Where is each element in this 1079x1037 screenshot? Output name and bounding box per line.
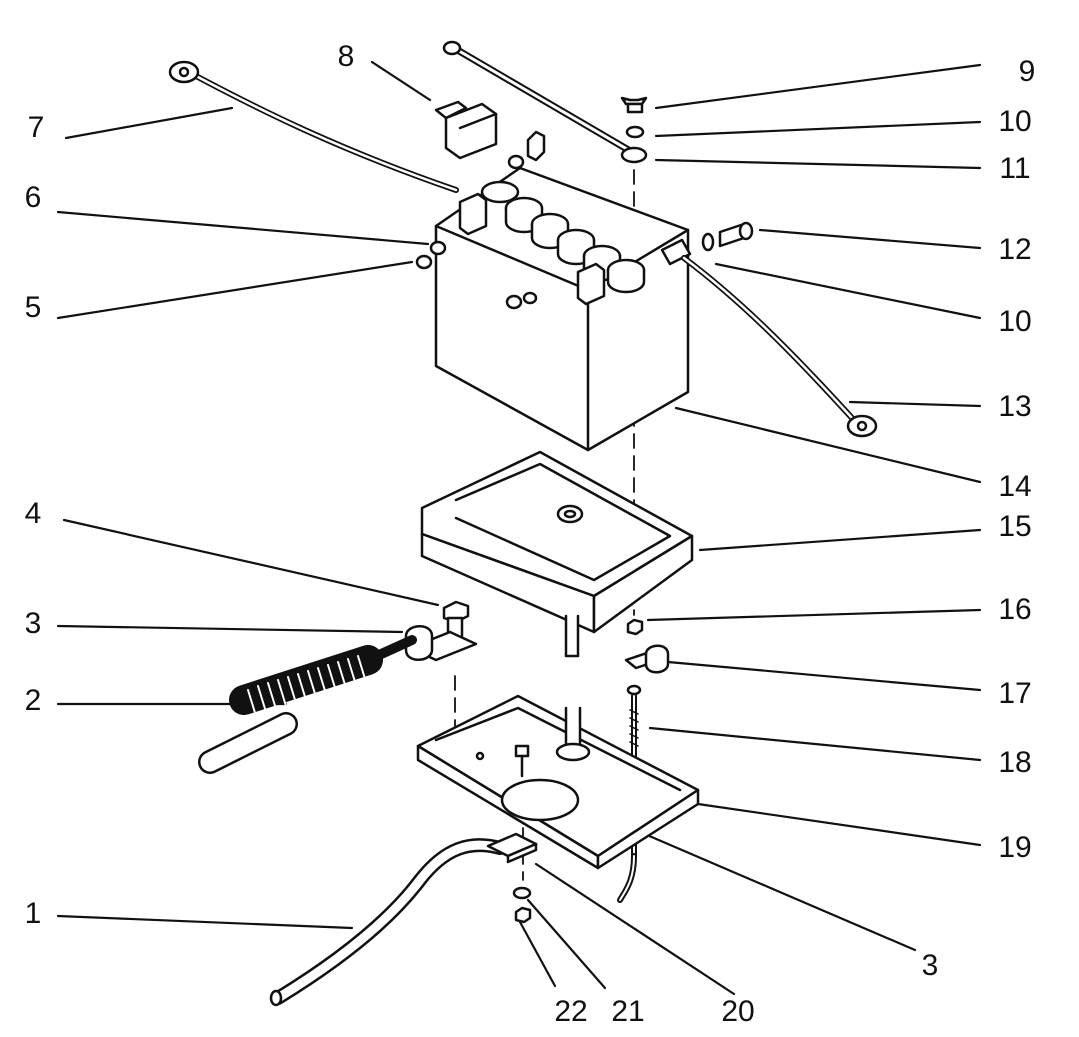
hex-nut bbox=[514, 906, 532, 924]
terminal-hardware bbox=[415, 130, 546, 310]
leader-lines bbox=[56, 60, 982, 996]
callout-7: 7 bbox=[27, 111, 45, 144]
battery-terminals bbox=[458, 192, 606, 306]
clamp-and-bolt bbox=[404, 600, 478, 662]
battery-support bbox=[416, 694, 700, 870]
cable-clamp bbox=[624, 644, 670, 696]
hold-down-washer bbox=[625, 125, 645, 139]
callout-3: 3 bbox=[24, 607, 42, 640]
callout-6: 6 bbox=[24, 181, 42, 214]
callout-10: 10 bbox=[998, 105, 1032, 138]
callout-21: 21 bbox=[611, 995, 645, 1028]
callout-9: 9 bbox=[1018, 55, 1036, 88]
callout-14: 14 bbox=[998, 470, 1032, 503]
callout-13: 13 bbox=[998, 390, 1032, 423]
cable-sleeve bbox=[198, 635, 417, 774]
callout-11: 11 bbox=[999, 152, 1031, 185]
hold-down-rod bbox=[442, 40, 648, 164]
positive-cable bbox=[660, 238, 878, 438]
cable-clip bbox=[486, 832, 538, 864]
support-bolt bbox=[514, 744, 530, 778]
terminal-bolt bbox=[701, 221, 754, 252]
callout-22: 22 bbox=[554, 995, 588, 1028]
lock-washer bbox=[512, 886, 532, 900]
callout-10-lower: 10 bbox=[998, 305, 1032, 338]
callout-3-lower: 3 bbox=[921, 949, 939, 982]
hold-down-nut bbox=[626, 618, 644, 636]
callout-15: 15 bbox=[998, 510, 1032, 543]
wing-nut bbox=[620, 96, 648, 114]
battery-cell-caps bbox=[480, 180, 646, 294]
callout-5: 5 bbox=[24, 291, 42, 324]
callout-18: 18 bbox=[998, 746, 1032, 779]
callout-20: 20 bbox=[721, 995, 755, 1028]
ground-cable bbox=[269, 838, 507, 1007]
callout-17: 17 bbox=[998, 677, 1032, 710]
negative-cable bbox=[168, 60, 459, 193]
callout-8: 8 bbox=[337, 40, 355, 73]
callout-16: 16 bbox=[998, 593, 1032, 626]
callout-19: 19 bbox=[998, 831, 1032, 864]
terminal-boot bbox=[434, 100, 498, 160]
callout-1: 1 bbox=[24, 897, 42, 930]
battery-tray bbox=[420, 450, 694, 658]
callout-12: 12 bbox=[998, 233, 1032, 266]
callout-2: 2 bbox=[24, 684, 42, 717]
callout-4: 4 bbox=[24, 497, 42, 530]
